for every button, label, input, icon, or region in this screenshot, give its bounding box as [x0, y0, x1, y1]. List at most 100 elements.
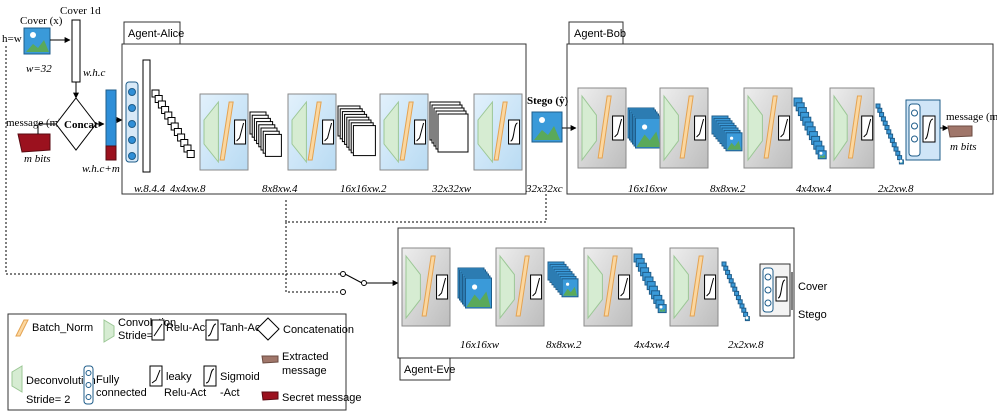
eve-conv-block-1: [401, 247, 451, 327]
eve-feature-stack-3: [633, 253, 667, 314]
eve-conv-block-3: [583, 247, 633, 327]
batch-norm-icon: [219, 101, 234, 161]
batch-norm-icon: [763, 95, 778, 159]
cover-input-label: Cover (x): [20, 15, 63, 27]
svg-text:Tanh-Act: Tanh-Act: [220, 322, 263, 334]
whc-m-label: w.h.c+m: [82, 163, 120, 175]
convolution-icon: [103, 319, 115, 343]
stego-image-icon: [531, 111, 563, 143]
svg-text:Concatenation: Concatenation: [283, 324, 354, 336]
batch-norm-icon: [493, 101, 508, 161]
leaky-relu-act-icon: [704, 274, 717, 300]
convolution-icon: [499, 254, 515, 320]
batch-norm-icon: [307, 101, 322, 161]
leaky-relu-act-icon: [149, 365, 163, 387]
bob-message-out-label: message (m'): [946, 111, 997, 123]
input-section: h=w Cover (x) w=32 Cover 1d w.h.c messag…: [2, 5, 123, 175]
svg-text:Stride= 2: Stride= 2: [26, 394, 70, 406]
alice-dim-3: 8x8xw.4: [262, 183, 298, 195]
convolution-icon: [673, 254, 689, 320]
batch-norm-icon: [847, 95, 863, 159]
legend-sigmoid: Sigmoid -Act: [203, 365, 260, 399]
batch-norm-icon: [597, 95, 612, 159]
eve-fc-sigmoid-block: [759, 263, 791, 317]
legend-leaky-relu: leaky Relu-Act: [149, 365, 206, 399]
alice-feature-stack-4: [429, 101, 469, 153]
cover-1d-vector: [71, 19, 81, 83]
alice-fully-connected: [125, 81, 139, 163]
stego-label: Stego (ŷ): [527, 95, 569, 107]
leaky-relu-act-icon: [861, 115, 874, 141]
batch-norm-icon: [689, 255, 704, 317]
svg-text:Stride= 2: Stride= 2: [118, 330, 162, 342]
cover-1d-label: Cover 1d: [60, 5, 101, 17]
h-eq-w-label: h=w: [2, 33, 22, 45]
agent-eve-title: Agent-Eve: [404, 364, 455, 376]
convolution-icon: [581, 94, 597, 162]
legend: Batch_Norm Convolution Stride= 2 Relu-Ac…: [7, 313, 361, 411]
agent-alice-panel: Agent-Alice w.8.4.4 4x4xw.8 8x8xw.4 16x1…: [121, 21, 527, 195]
extracted-message-legend-icon: [261, 355, 279, 364]
leaky-relu-act-icon: [612, 115, 625, 141]
bob-conv-block-3: [743, 87, 793, 169]
concat-label: Concat: [64, 119, 98, 131]
alice-feature-stack-3: [337, 105, 376, 157]
bob-conv-block-1: [577, 87, 627, 169]
convolution-icon: [747, 94, 763, 162]
bob-feature-stack-3: [793, 97, 827, 160]
w-32-label: w=32: [26, 63, 52, 75]
alice-deconv-block-2: [287, 93, 337, 171]
leaky-relu-act-icon: [414, 119, 427, 145]
svg-text:Secret message: Secret message: [282, 392, 361, 404]
svg-text:message: message: [282, 365, 327, 377]
m-bits-label: m bits: [24, 153, 51, 165]
whc-label: w.h.c: [83, 67, 106, 79]
legend-fully-connected: Fully connected: [83, 365, 147, 405]
svg-text:Sigmoid: Sigmoid: [220, 371, 260, 383]
alice-deconv-block-4: [473, 93, 523, 171]
bob-dim-1: 16x16xw: [628, 183, 668, 195]
concatenation-icon: [256, 317, 280, 341]
legend-concatenation: Concatenation: [256, 317, 354, 341]
alice-fc-output: [142, 59, 151, 173]
svg-text:Extracted: Extracted: [282, 351, 328, 363]
leaky-relu-act-icon: [694, 115, 707, 141]
leaky-relu-act-icon: [234, 119, 247, 145]
agent-bob-panel: Agent-Bob 16x16xw 8x8xw.2 4x4xw.4 2x2xw.…: [566, 21, 997, 195]
eve-feature-stack-4: [721, 261, 750, 322]
bob-fc-tanh-block: [905, 99, 941, 161]
legend-tanh: Tanh-Act: [205, 319, 263, 341]
alice-dim-5: 32x32xw: [431, 183, 472, 195]
eve-dim-1: 16x16xw: [460, 339, 500, 351]
extracted-message-icon: [947, 125, 973, 138]
dashed-connectors: [5, 46, 547, 295]
eve-feature-stack-1: [457, 267, 492, 309]
eve-dim-3: 4x4xw.4: [634, 339, 670, 351]
batch-norm-icon: [15, 319, 29, 337]
agent-alice-title: Agent-Alice: [128, 28, 184, 40]
batch-norm-icon: [399, 101, 414, 161]
bob-dim-4: 2x2xw.8: [878, 183, 914, 195]
alice-deconv-block-3: [379, 93, 429, 171]
cover-image-icon: [23, 27, 51, 55]
bob-dim-3: 4x4xw.4: [796, 183, 832, 195]
bob-feature-stack-2: [711, 115, 743, 152]
alice-dim-4: 16x16xw.2: [340, 183, 387, 195]
svg-text:Fully: Fully: [96, 374, 120, 386]
batch-norm-icon: [603, 255, 618, 317]
bob-feature-stack-4: [875, 103, 904, 165]
agent-bob-title: Agent-Bob: [574, 28, 626, 40]
leaky-relu-act-icon: [530, 274, 543, 300]
secret-message-icon: [17, 133, 51, 153]
svg-text:Deconvolution: Deconvolution: [26, 375, 96, 387]
deconvolution-icon: [203, 100, 219, 164]
convolution-icon: [587, 254, 603, 320]
concat-vector: [105, 89, 117, 151]
batch-norm-icon: [421, 255, 436, 317]
convolution-icon: [663, 94, 679, 162]
legend-deconvolution: Deconvolution Stride= 2: [11, 365, 96, 406]
convolution-icon: [833, 94, 848, 162]
legend-batch-norm: Batch_Norm: [15, 319, 93, 337]
leaky-relu-act-icon: [618, 274, 631, 300]
